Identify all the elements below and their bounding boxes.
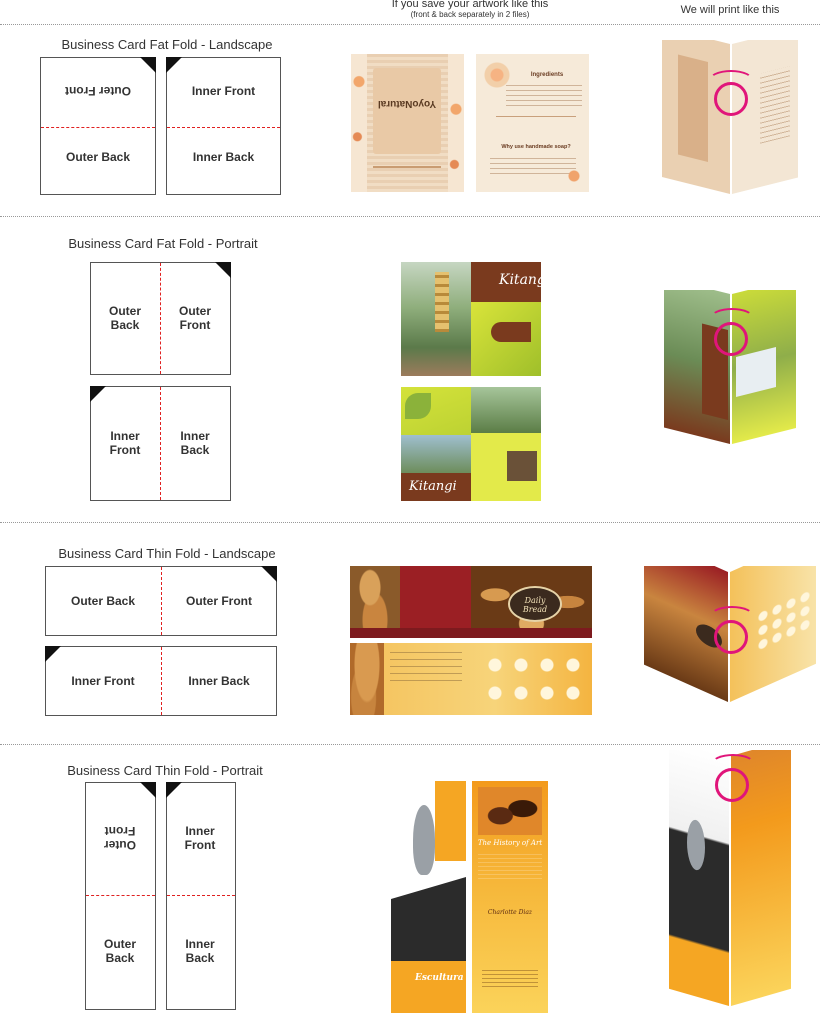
panel-label: Outer Front [178,304,211,332]
fold-line [167,895,235,896]
section-divider [0,744,820,745]
panel-label: Inner Front [191,84,256,98]
section-title-fat-landscape: Business Card Fat Fold - Landscape [61,37,273,52]
escultura-brand: Escultura [415,973,464,983]
panel-label: Outer Front [186,594,252,608]
print-preview-fat-portrait [660,290,800,465]
print-preview-fat-landscape [660,40,800,200]
artwork-outer-kitangi: Kitangi [401,262,541,376]
card-panel-left [40,57,156,195]
kitangi-brand: Kitangi [409,479,457,494]
yoyo-brand: YoyoNatural [377,98,437,109]
artwork-inner-bakery [350,643,592,715]
fold-highlight-ring [714,620,748,654]
print-preview-thin-portrait [665,750,795,1020]
print-header: We will print like this [660,4,800,16]
panel-label: Inner Front [109,429,141,457]
corner-marker [261,566,277,582]
escultura-name: Charlotte Diaz [487,909,533,916]
panel-label: Inner Back [185,937,215,965]
save-artwork-title: If you save your artwork like this [391,0,549,10]
fold-arc [710,606,754,626]
artwork-inner-kitangi: Kitangi [401,387,541,501]
fold-line [86,895,155,896]
corner-marker [215,262,231,278]
section-title-thin-portrait: Business Card Thin Fold - Portrait [67,763,263,778]
fold-line [41,127,155,128]
fold-highlight-ring [715,768,749,802]
panel-label: Inner Front [184,824,216,852]
fold-line [167,127,280,128]
artwork-outer-yoyo: YoyoNatural [351,54,464,192]
corner-marker [140,57,156,73]
section-divider [0,522,820,523]
panel-label: Inner Back [180,429,210,457]
panel-label: Inner Front [71,674,135,688]
fold-arc [711,754,755,774]
panel-label: Inner Back [188,674,250,688]
print-title: We will print like this [680,4,780,16]
card-panel-right [166,57,281,195]
panel-label: Outer Front [104,824,137,852]
section-divider [0,24,820,25]
artwork-inner-escultura: The History of Art Charlotte Diaz [472,781,548,1013]
yoyo-ingredients: Ingredients [530,72,564,78]
bakery-brand: Daily Bread [522,596,548,614]
panel-label: Outer Back [65,150,131,164]
corner-marker [140,782,156,798]
card-panel-left [85,782,156,1010]
yoyo-why: Why use handmade soap? [501,144,571,150]
panel-label: Outer Front [65,84,131,98]
section-title-fat-portrait: Business Card Fat Fold - Portrait [68,236,258,251]
section-title-thin-landscape: Business Card Thin Fold - Landscape [58,546,276,561]
panel-label: Outer Back [108,304,141,332]
section-divider [0,216,820,217]
artwork-inner-yoyo: Ingredients Why use handmade soap? [476,54,589,192]
corner-marker [45,646,61,662]
fold-line [161,567,162,635]
corner-marker [166,57,182,73]
panel-label: Outer Back [103,937,136,965]
artwork-outer-escultura: Escultura [391,781,466,1013]
panel-label: Inner Back [192,150,255,164]
escultura-heading: The History of Art [477,839,543,847]
fold-highlight-ring [714,82,748,116]
print-preview-thin-landscape [640,566,820,716]
card-panel-right [166,782,236,1010]
fold-line [160,263,161,374]
fold-arc [708,70,754,92]
save-artwork-header: If you save your artwork like this (fron… [370,0,570,19]
corner-marker [166,782,182,798]
fold-highlight-ring [714,322,748,356]
fold-arc [710,308,754,328]
kitangi-brand: Kitangi [499,272,541,288]
corner-marker [90,386,106,402]
artwork-outer-bakery: Daily Bread [350,566,592,638]
fold-line [161,647,162,715]
save-artwork-subtitle: (front & back separately in 2 files) [410,10,530,19]
fold-line [160,387,161,500]
panel-label: Outer Back [70,594,136,608]
